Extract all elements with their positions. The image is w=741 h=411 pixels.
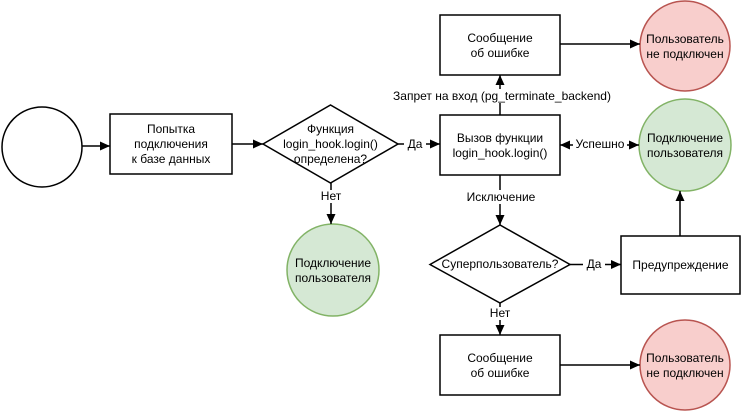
edge-label-text: Да	[408, 137, 423, 151]
user-not-connected-top-circle	[639, 0, 731, 92]
user-connected-left-circle	[286, 223, 380, 317]
edge-label-yes1: Да	[404, 137, 426, 151]
node-label-line: Сообщение	[467, 31, 533, 45]
error-message-bottom-box: Сообщение об ошибке	[439, 334, 561, 396]
call-function-rect	[439, 114, 561, 176]
attempt-connection-box: Попытка подключения к базе данных	[109, 113, 233, 175]
edge-label-bg	[573, 138, 627, 151]
node-label-line: Функция	[307, 122, 354, 136]
user-connected-right-circle	[638, 98, 732, 192]
node-label-line: подключения	[134, 137, 208, 151]
edge-label-text: Запрет на вход (pg_terminate_backend)	[393, 89, 611, 103]
start-node	[1, 106, 83, 188]
edge-label-exception: Исключение	[465, 190, 537, 204]
edge-label-no1: Нет	[318, 189, 345, 203]
superuser-decision: Суперпользователь?	[428, 224, 572, 304]
node-label-line: не подключен	[646, 366, 723, 380]
node-label-line: об ошибке	[471, 46, 530, 60]
node-label-line: Вызов функции	[457, 131, 543, 145]
node-label-line: Предупреждение	[632, 258, 728, 272]
node-label-line: Подключение	[295, 256, 371, 270]
edge-label-text: Нет	[321, 189, 342, 203]
node-label-line: Сообщение	[467, 351, 533, 365]
edge-label-bg	[583, 258, 605, 271]
warning-box: Предупреждение	[620, 235, 741, 295]
warning-rect	[620, 235, 741, 295]
user-connected-left-node: Подключение пользователя	[286, 223, 380, 317]
node-label-line: login_hook.login()	[283, 137, 378, 151]
node-label-line: не подключен	[646, 47, 723, 61]
user-not-connected-bottom-circle	[639, 319, 731, 411]
edge-label-bg	[399, 89, 606, 103]
node-label-line: Пользователь	[646, 351, 724, 365]
start-circle	[1, 106, 83, 188]
node-label-line: Пользователь	[646, 32, 724, 46]
edge-label-yes2: Да	[583, 257, 605, 271]
node-label-line: Подключение	[647, 131, 723, 145]
edge-label-bg	[404, 138, 426, 151]
edge-label-bg	[318, 190, 345, 203]
node-label-line: пользователя	[647, 146, 723, 160]
error-message-top-rect	[439, 14, 561, 76]
attempt-connection-rect	[109, 113, 233, 175]
node-label-line: Суперпользователь?	[442, 257, 559, 271]
node-label-line: login_hook.login()	[453, 146, 548, 160]
edge-label-success: Успешно	[573, 137, 627, 151]
error-message-bottom-rect	[439, 334, 561, 396]
user-connected-right-node: Подключение пользователя	[638, 98, 732, 192]
edge-label-text: Исключение	[467, 190, 536, 204]
node-label-line: пользователя	[295, 271, 371, 285]
user-not-connected-bottom-node: Пользователь не подключен	[639, 319, 731, 411]
edge-label-text: Успешно	[576, 137, 625, 151]
edge-label-text: Нет	[490, 306, 511, 320]
node-label-line: определена?	[294, 152, 368, 166]
node-label-line: Попытка	[147, 122, 195, 136]
error-message-top-box: Сообщение об ошибке	[439, 14, 561, 76]
function-defined-decision: Функция login_hook.login() определена?	[261, 104, 400, 184]
call-function-box: Вызов функции login_hook.login()	[439, 114, 561, 176]
node-label-line: к базе данных	[132, 152, 211, 166]
edge-label-terminate: Запрет на вход (pg_terminate_backend)	[393, 89, 611, 103]
edge-label-text: Да	[587, 257, 602, 271]
edge-label-no2: Нет	[487, 306, 514, 320]
edge-label-bg	[487, 307, 514, 320]
node-label-line: об ошибке	[471, 366, 530, 380]
user-not-connected-top-node: Пользователь не подключен	[639, 0, 731, 92]
edge-label-bg	[465, 190, 537, 204]
